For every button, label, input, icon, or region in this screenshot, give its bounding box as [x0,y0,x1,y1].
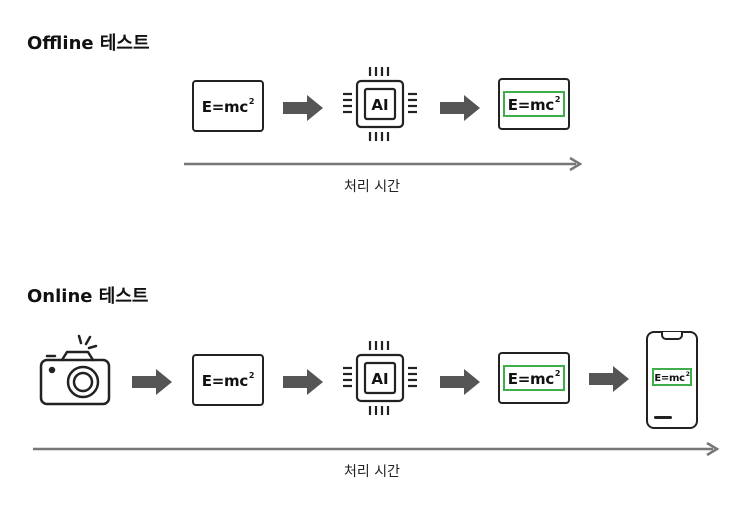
online-chip-label: AI [371,370,388,388]
online-output-highlight: E=mc2 [503,365,565,391]
online-heading: Online 테스트 [27,286,149,307]
offline-heading: Offline 테스트 [27,33,150,54]
online-timeline-arrow [33,441,720,457]
offline-input-formula-card: E=mc2 [192,80,264,132]
camera-icon [39,334,111,406]
online-arrow-2 [283,369,323,395]
offline-timeline-arrow [184,156,583,172]
offline-ai-chip-icon: AI [343,67,417,141]
phone-screen-highlight: E=mc2 [652,368,692,386]
online-timeline-label: 처리 시간 [344,464,400,480]
phone-notch [661,332,683,340]
offline-output-formula: E=mc2 [507,94,561,114]
offline-input-formula: E=mc2 [201,96,255,116]
online-arrow-4 [589,366,629,392]
offline-output-formula-card: E=mc2 [498,78,570,130]
online-input-formula-card: E=mc2 [192,354,264,406]
offline-timeline-label: 처리 시간 [344,179,400,195]
phone-home-bar [654,416,672,419]
phone-screen-formula: E=mc2 [654,370,690,384]
online-output-formula: E=mc2 [507,368,561,388]
offline-output-highlight: E=mc2 [503,91,565,117]
online-arrow-3 [440,369,480,395]
online-ai-chip-icon: AI [343,341,417,415]
smartphone-icon: E=mc2 [646,331,698,429]
offline-arrow-1 [283,95,323,121]
online-input-formula: E=mc2 [201,370,255,390]
offline-chip-label: AI [371,96,388,114]
online-output-formula-card: E=mc2 [498,352,570,404]
offline-arrow-2 [440,95,480,121]
online-arrow-1 [132,369,172,395]
